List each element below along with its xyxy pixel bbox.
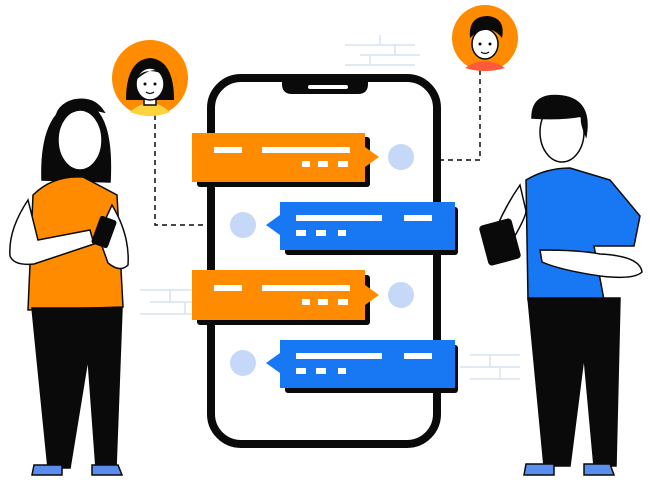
connector-lines	[154, 70, 481, 226]
chat-message-4	[230, 340, 458, 393]
man-figure	[479, 94, 643, 476]
chat-message-2	[230, 202, 458, 255]
woman-figure	[9, 98, 129, 476]
chat-message-1	[192, 133, 414, 187]
brick-pattern	[140, 35, 520, 380]
avatar-woman	[112, 40, 188, 116]
chat-message-3	[192, 270, 414, 325]
avatar-man	[452, 5, 518, 71]
